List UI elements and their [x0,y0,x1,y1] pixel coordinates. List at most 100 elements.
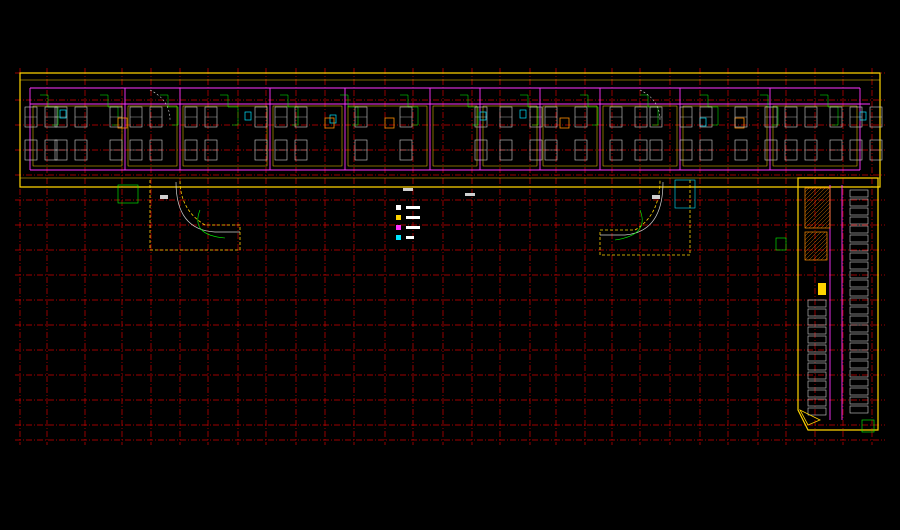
side-wing-annotation [861,419,875,433]
parking-stall [849,351,869,360]
parking-stall [849,306,869,315]
ramp-right-annotation [614,209,643,241]
hatch-line [824,257,828,261]
parking-stall [849,360,869,369]
parking-stall [849,225,869,234]
hatch-line [812,245,828,261]
hatch-line [804,194,831,221]
parking-stall [807,362,827,371]
room-partitions [29,88,867,170]
legend-block [396,205,420,240]
legend-swatch-4 [396,235,401,240]
ramp-right-tag [652,195,660,199]
parking-stall [849,270,869,279]
legend-swatch-3 [396,225,401,230]
center-markers [403,188,475,196]
ramp-right-room [674,179,696,209]
parking-stall [849,378,869,387]
cyan-marker [244,111,252,121]
parking-stall [849,207,869,216]
hatch-line [804,237,828,261]
parking-stall [849,189,869,198]
hatch-line [820,218,831,229]
center-tag-2 [403,188,413,191]
room-fixtures [24,89,883,161]
parking-stall [849,315,869,324]
cyan-marker [519,109,527,119]
service-block [324,117,335,129]
hatch-line [812,210,831,229]
annotation-trace [700,94,719,126]
hatch-line [804,187,818,201]
hatch-line [804,231,822,249]
room-outline [682,105,768,167]
parking-stall [807,398,827,407]
building-outline [19,72,881,431]
parking-stall [807,371,827,380]
room-outline [32,105,123,167]
legend-swatch-1 [396,205,401,210]
center-tag [465,193,475,196]
annotation-trace [160,94,179,126]
room-outline [772,105,858,167]
parking-stall [849,324,869,333]
parking-stall [807,389,827,398]
parking-stall [849,198,869,207]
parking-stall [807,344,827,353]
hatch-line [824,222,831,229]
room-outline [127,105,178,167]
service-block [384,117,395,129]
side-wing-marker [818,283,826,295]
hatch-line [804,198,831,225]
legend-bar-2 [406,216,420,219]
annotation-trace [220,94,239,126]
parking-stall [807,308,827,317]
hatch-line [804,233,828,257]
hatch-line [808,206,831,229]
cyan-marker [59,109,67,119]
parking-stall [807,407,827,416]
parking-stall [807,380,827,389]
annotation-trace [460,94,479,126]
room-outline [542,105,598,167]
room-outline [432,105,478,167]
ramp-left [117,179,241,251]
parking-stall [807,299,827,308]
hatch-line [804,187,814,197]
hatch-line [804,231,818,245]
ramp-right-edge [599,179,691,256]
hatch-line [804,202,831,229]
cyan-marker [479,111,487,121]
ramp-left-tag [160,195,168,199]
top-wing-outline [19,72,881,188]
hatch-line [808,241,828,261]
ramp-left-annotation [197,209,226,239]
legend-bar-1 [406,206,420,209]
hatch-line [804,231,810,237]
parking-stall [849,369,869,378]
hatch-line [820,253,828,261]
hatch-line [804,187,826,209]
annotation-trace [340,94,359,126]
parking-stall [849,342,869,351]
side-wing-annotation [775,237,787,251]
entry-ramps [117,179,696,256]
parking-stall [849,297,869,306]
parking-stall [849,288,869,297]
room-outline [347,105,428,167]
room-outline [182,105,268,167]
ramp-right [599,179,696,256]
cyan-marker [329,114,337,124]
service-block [559,117,570,129]
parking-stall [807,317,827,326]
legend-bar-4 [406,236,414,239]
hatch-line [804,187,830,213]
ramp-left-curve [175,181,240,233]
parking-stall [849,279,869,288]
legend-bar-3 [406,226,420,229]
annotation-trace [400,94,419,126]
parking-stall [807,335,827,344]
